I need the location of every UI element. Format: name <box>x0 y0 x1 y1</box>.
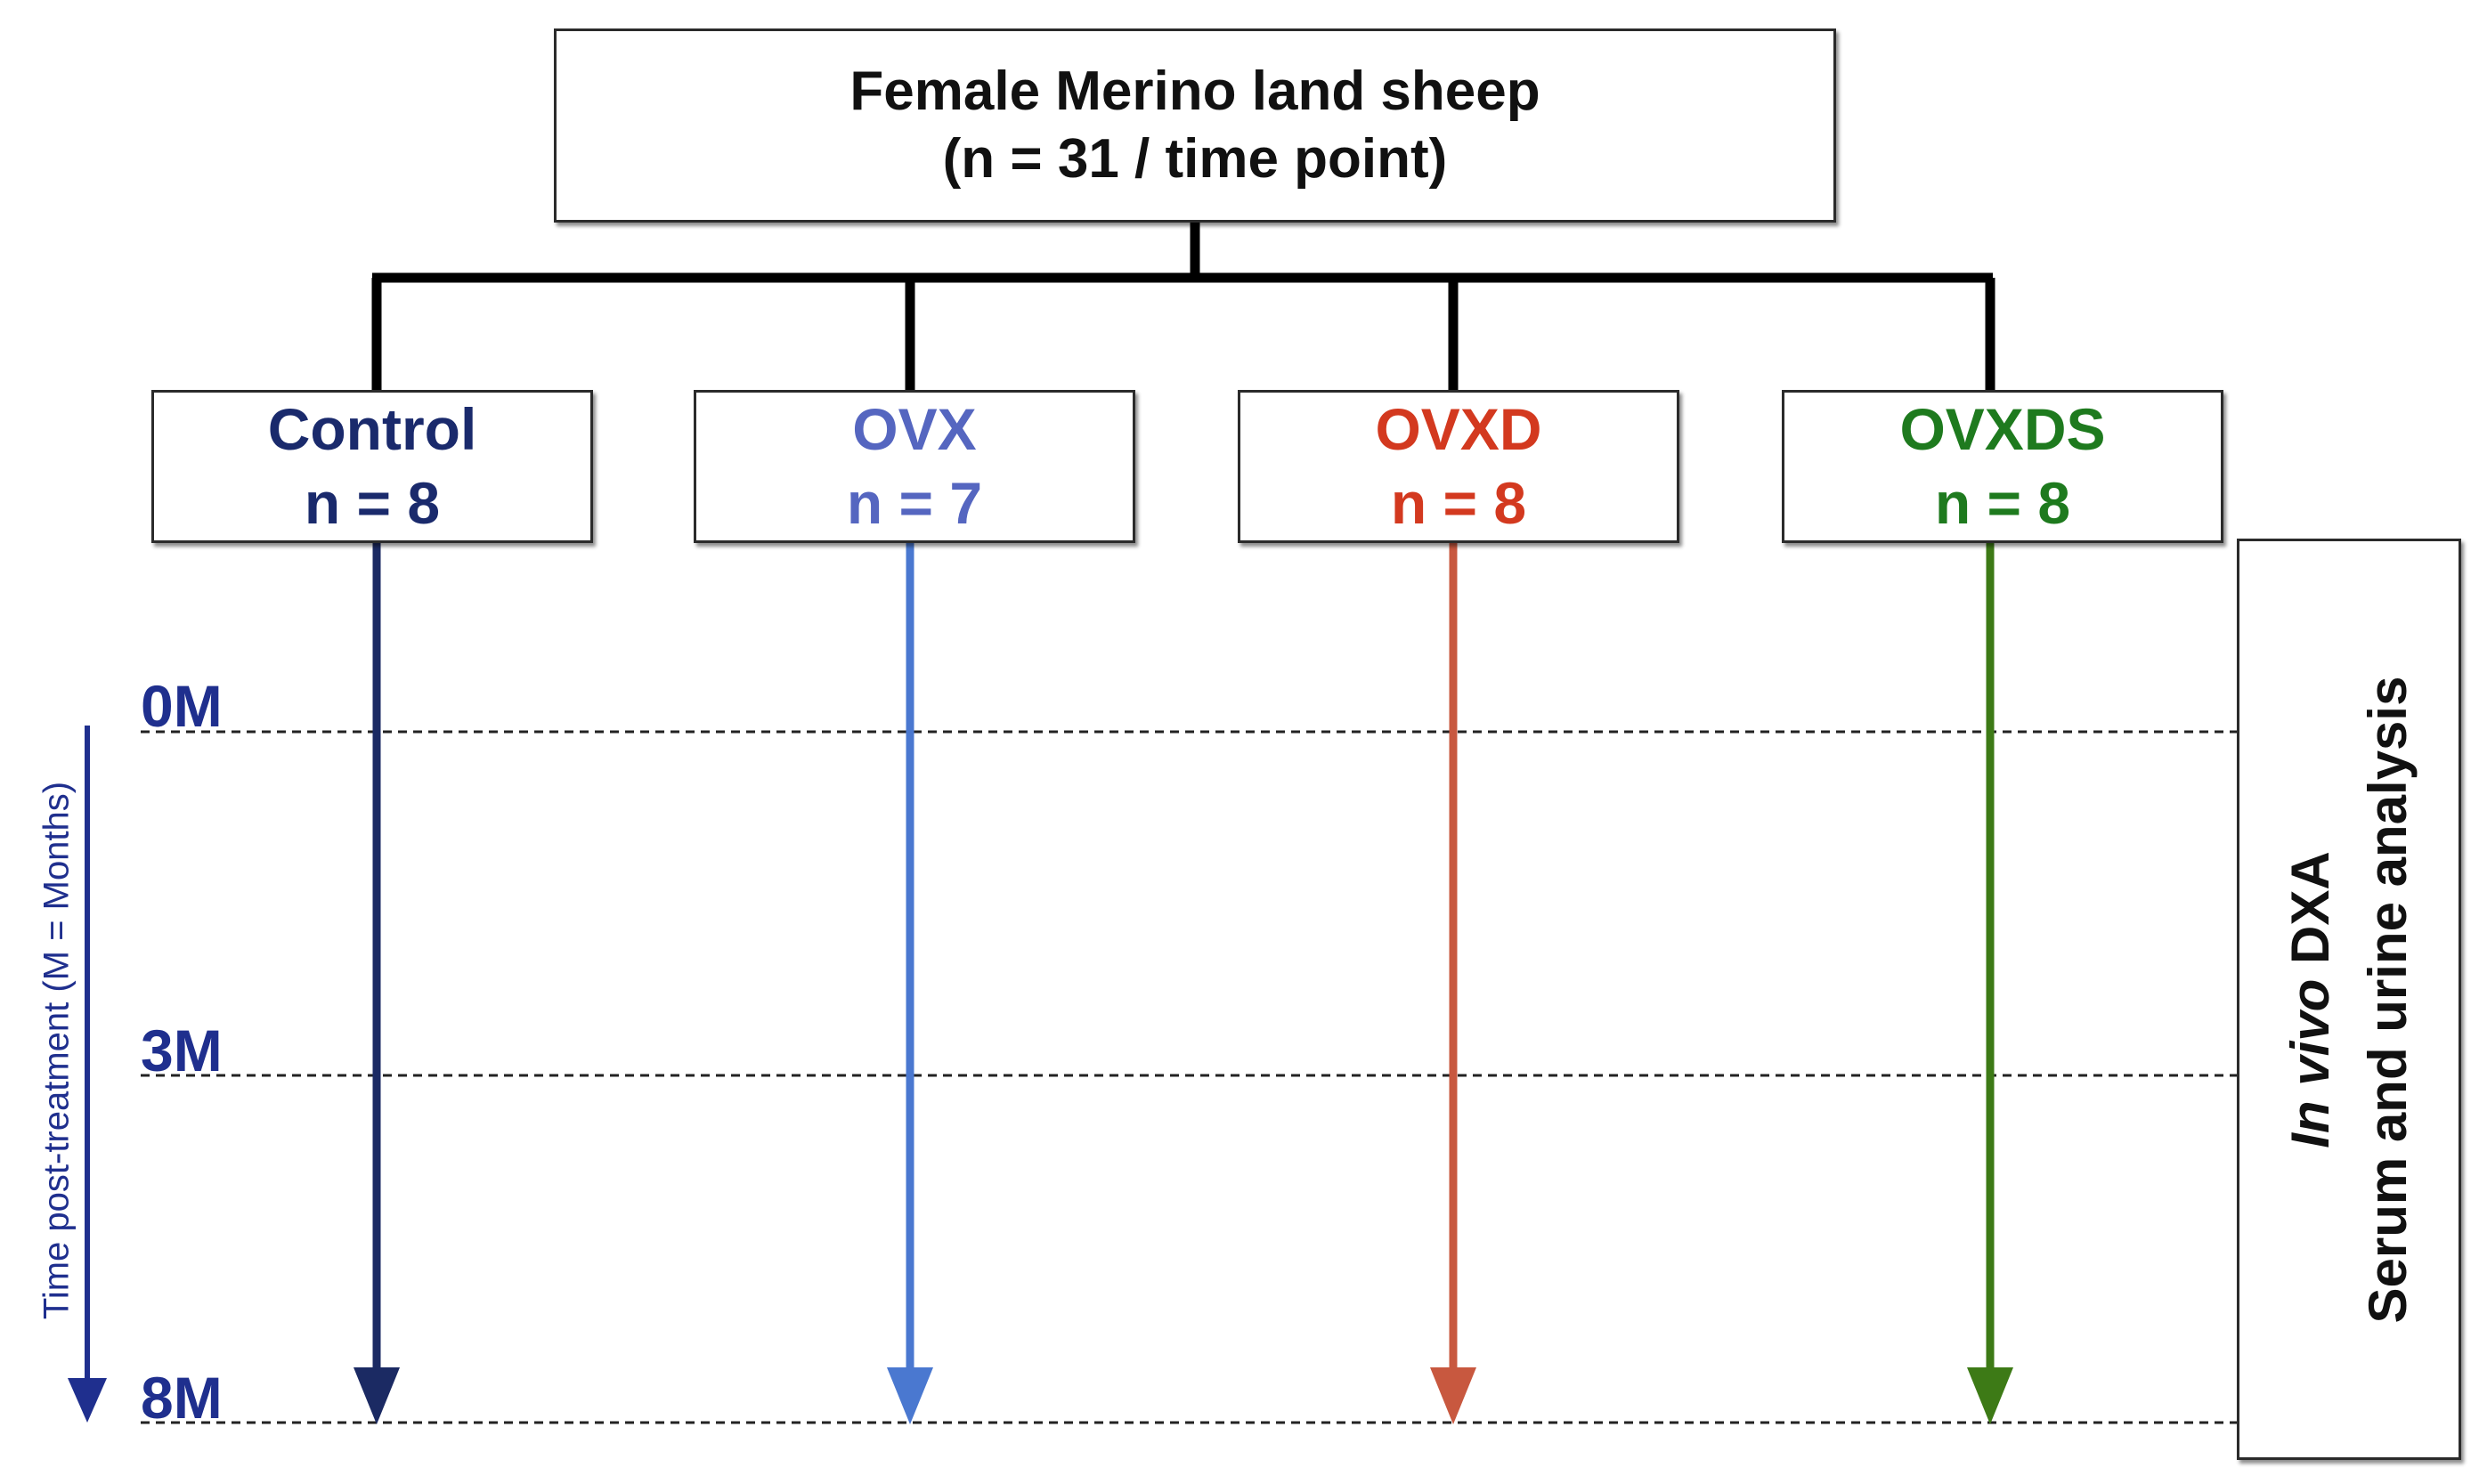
timepoint-label-0m: 0M <box>141 673 223 739</box>
group-n-control: n = 8 <box>304 470 441 536</box>
group-name-control: Control <box>267 395 477 462</box>
population-count: (n = 31 / time point) <box>942 128 1448 190</box>
population-box: Female Merino land sheep (n = 31 / time … <box>554 28 1836 223</box>
group-n-ovxds: n = 8 <box>1934 470 2071 536</box>
population-title: Female Merino land sheep <box>849 61 1540 123</box>
group-name-ovxds: OVXDS <box>1899 395 2106 462</box>
group-arrows <box>354 543 2013 1424</box>
analysis-text: In vivo DXA Serum and urine analysis <box>2272 676 2426 1323</box>
group-arrow-head-ovx <box>887 1367 933 1424</box>
group-box-ovxd: OVXD n = 8 <box>1238 390 1679 543</box>
group-box-control: Control n = 8 <box>151 390 593 543</box>
group-name-ovx: OVX <box>852 395 977 462</box>
group-n-ovxd: n = 8 <box>1390 470 1527 536</box>
group-arrow-head-ovxds <box>1967 1367 2013 1424</box>
timepoint-label-8m: 8M <box>141 1365 223 1431</box>
group-arrow-head-control <box>354 1367 400 1424</box>
analysis-italic: In vivo <box>2280 978 2340 1148</box>
time-axis-label: Time post-treatment (M = Months) <box>37 781 77 1320</box>
group-arrow-head-ovxd <box>1430 1367 1476 1424</box>
group-box-ovx: OVX n = 7 <box>694 390 1135 543</box>
analysis-line-1: In vivo DXA <box>2272 676 2349 1323</box>
group-box-ovxds: OVXDS n = 8 <box>1782 390 2223 543</box>
group-n-ovx: n = 7 <box>846 470 983 536</box>
group-name-ovxd: OVXD <box>1375 395 1542 462</box>
connector-tree <box>371 223 1995 390</box>
analysis-dxa: DXA <box>2280 850 2340 979</box>
analysis-line-2: Serum and urine analysis <box>2358 676 2418 1323</box>
timepoint-lines <box>141 730 2237 1424</box>
analysis-box: In vivo DXA Serum and urine analysis <box>2237 539 2461 1460</box>
time-axis-arrow <box>68 726 107 1423</box>
timepoint-label-3m: 3M <box>141 1018 223 1083</box>
